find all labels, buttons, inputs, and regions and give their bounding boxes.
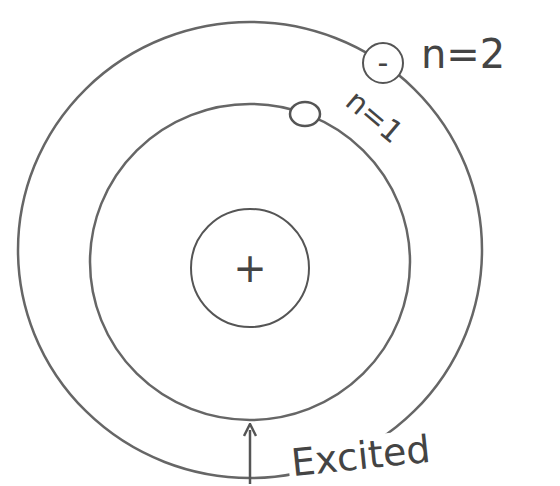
- outer-orbit: [18, 22, 482, 478]
- electron: [290, 102, 320, 126]
- nucleus: +: [190, 208, 310, 328]
- electron: -: [362, 42, 404, 84]
- inner-orbit: [90, 104, 410, 420]
- state-label: Excited: [286, 429, 435, 486]
- orbit-label: n=1: [338, 81, 412, 151]
- excitation-arrow: [249, 430, 252, 484]
- symbol-text: -: [378, 48, 389, 78]
- orbit-label: n=2: [418, 32, 508, 76]
- symbol-text: +: [233, 248, 267, 288]
